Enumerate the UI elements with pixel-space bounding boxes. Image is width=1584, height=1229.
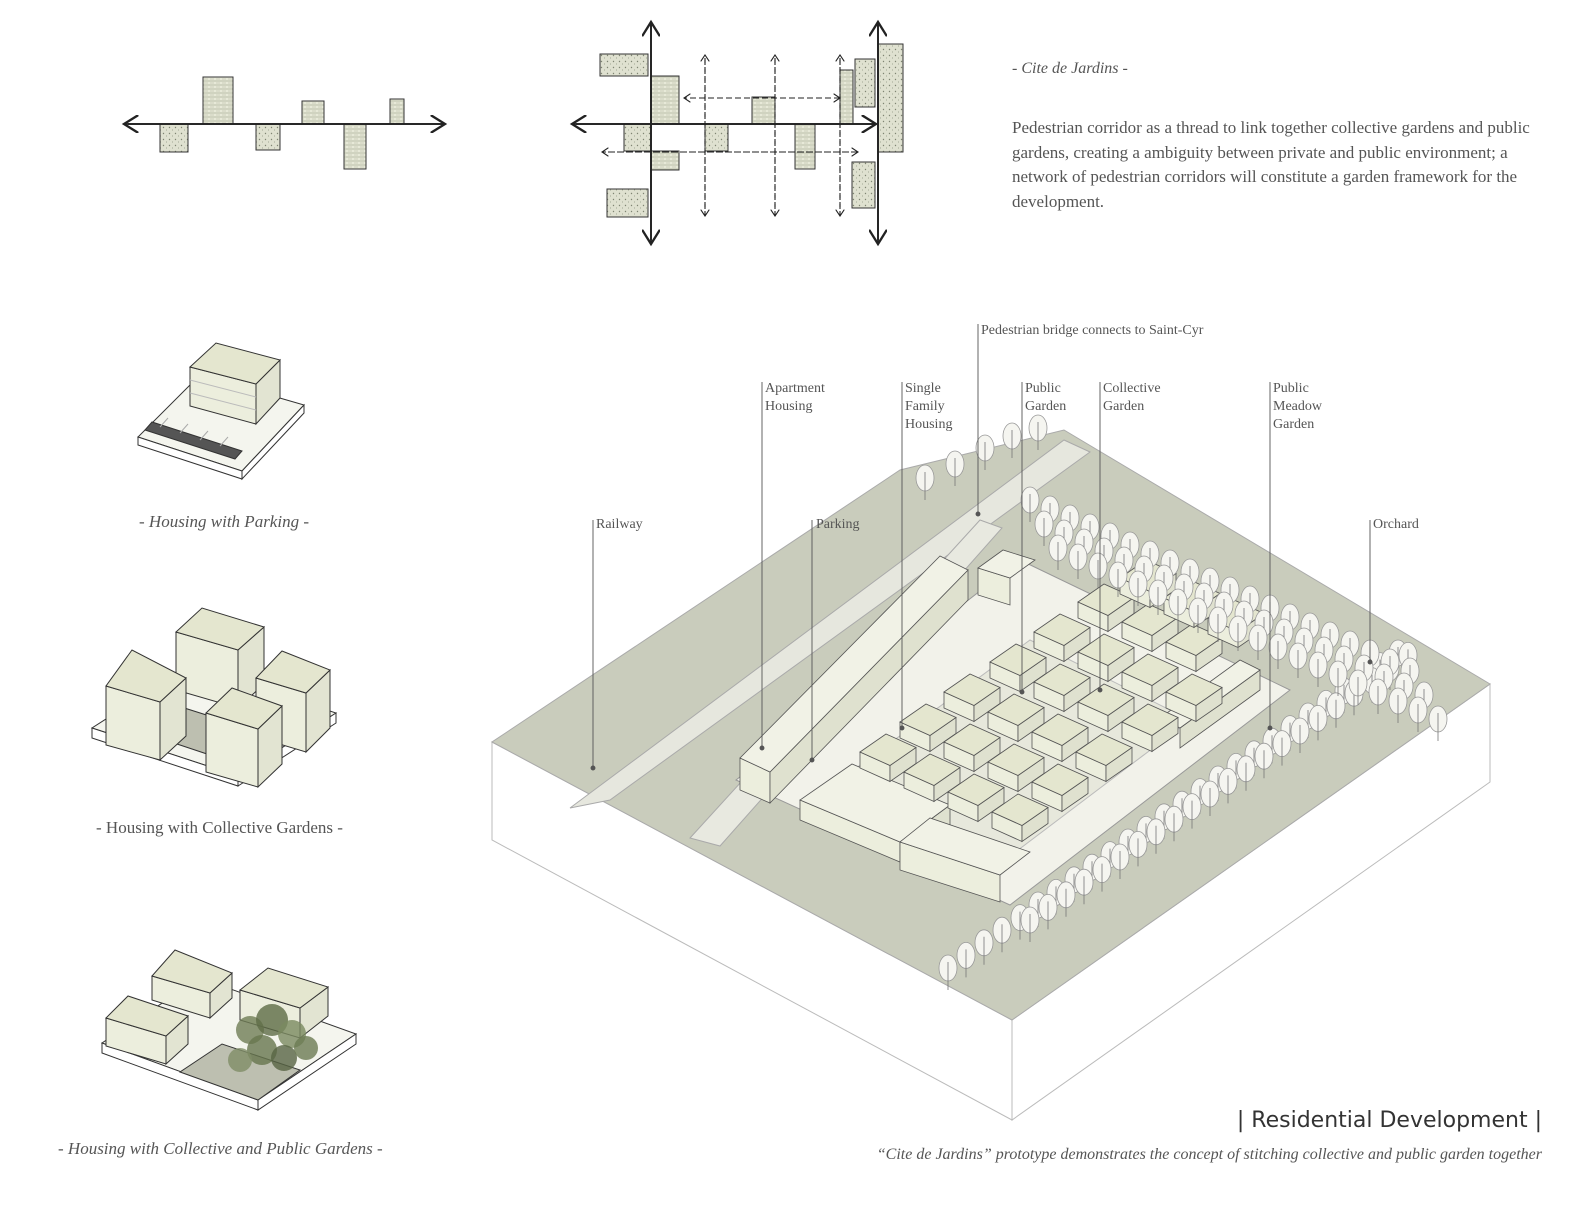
label-single-family-housing: Single Family Housing [905, 381, 953, 432]
label-railway: Railway [596, 517, 643, 532]
house-block [943, 673, 1001, 706]
house-block [987, 743, 1045, 776]
section-heading: | Residential Development | [1236, 1108, 1542, 1133]
intro-title: - Cite de Jardins - [1012, 60, 1128, 77]
house-block [1077, 633, 1135, 666]
caption-housing-public: - Housing with Collective and Public Gar… [58, 1139, 383, 1158]
typology-parking-drawing [137, 342, 305, 481]
house-block [1121, 703, 1179, 736]
house-block [1077, 683, 1135, 716]
house-block [1033, 613, 1091, 646]
house-block [989, 643, 1047, 676]
tree-rows [915, 414, 1448, 990]
house-block [987, 693, 1045, 726]
section-subheading: “Cite de Jardins” prototype demonstrates… [876, 1146, 1542, 1163]
label-parking: Parking [816, 517, 860, 532]
house-block [947, 773, 1005, 806]
caption-housing-collective: - Housing with Collective Gardens - [96, 818, 343, 837]
typology-public-drawing [100, 949, 358, 1111]
linear-corridor [124, 76, 445, 170]
house-block [1121, 653, 1179, 686]
label-public-garden: Public Garden [1025, 381, 1067, 414]
house-block [899, 703, 957, 736]
tree-cluster [228, 1004, 318, 1072]
intro-body: Pedestrian corridor as a thread to link … [1012, 118, 1530, 211]
label-apartment-housing: Apartment Housing [765, 381, 825, 414]
typology-collective-drawing [90, 607, 338, 789]
label-pedestrian-bridge: Pedestrian bridge connects to Saint-Cyr [981, 323, 1204, 338]
house-block [1033, 663, 1091, 696]
house-block [859, 733, 917, 766]
house-block [1031, 713, 1089, 746]
house-block [1165, 673, 1223, 706]
house-block [1075, 733, 1133, 766]
house-block [991, 793, 1049, 826]
label-collective-garden: Collective Garden [1103, 381, 1161, 414]
house-block [903, 753, 961, 786]
house-block [1031, 763, 1089, 796]
house-block [943, 723, 1001, 756]
label-orchard: Orchard [1373, 517, 1419, 532]
caption-housing-parking: - Housing with Parking - [139, 512, 309, 531]
network-corridor [572, 22, 904, 244]
leader-lines [590, 324, 1373, 771]
label-public-meadow-garden: Public Meadow Garden [1273, 381, 1322, 432]
